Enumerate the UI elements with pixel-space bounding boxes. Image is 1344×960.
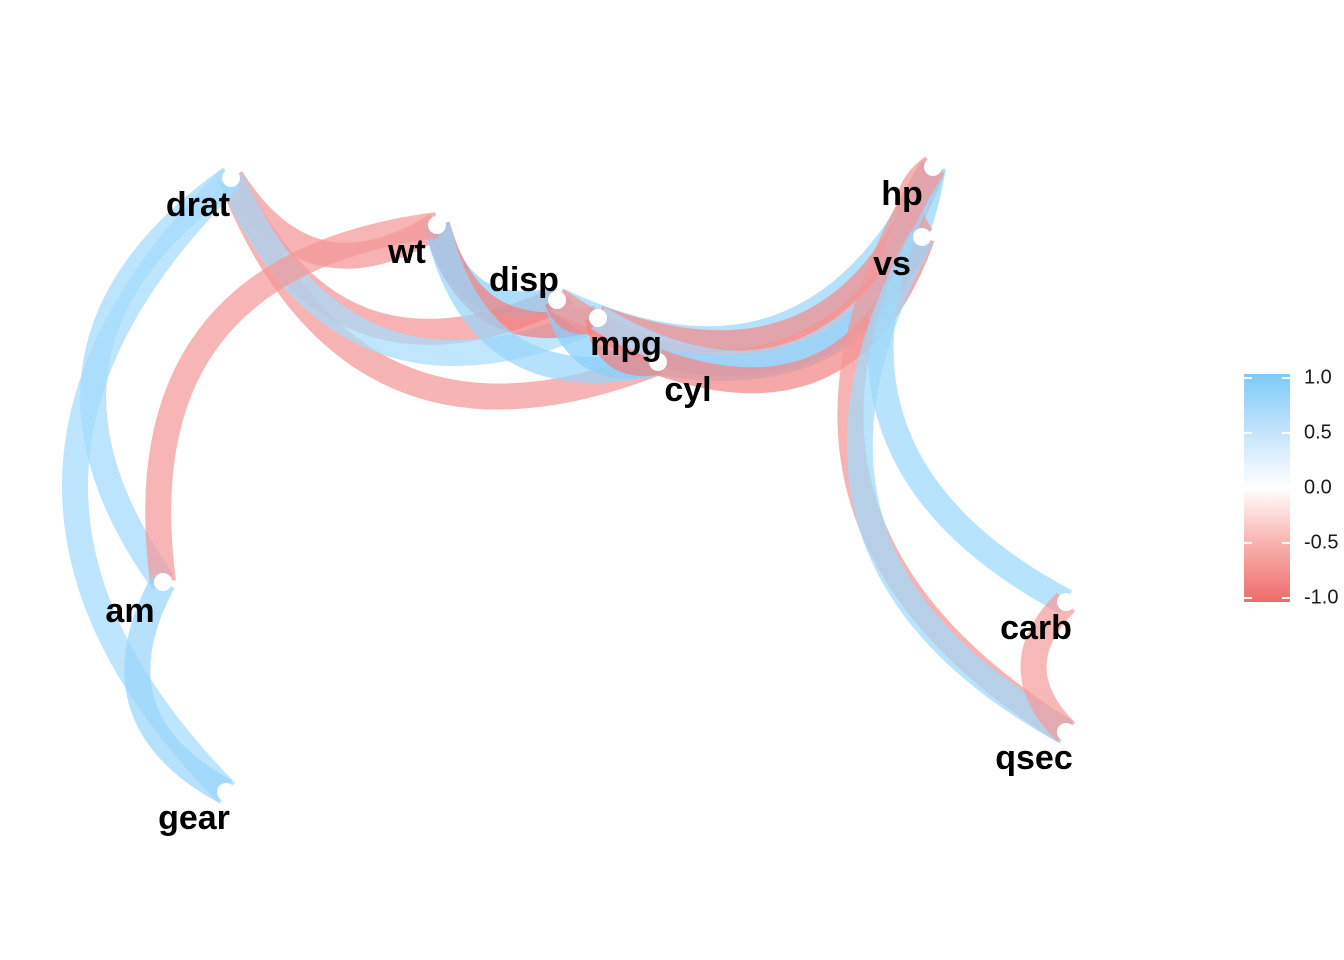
node-gear xyxy=(217,783,235,801)
edge-am-gear xyxy=(124,575,233,804)
node-label-gear: gear xyxy=(158,799,230,837)
node-label-cyl: cyl xyxy=(664,371,711,409)
node-label-disp: disp xyxy=(489,261,559,299)
node-label-hp: hp xyxy=(881,175,923,213)
legend-tick-label: 0.5 xyxy=(1304,421,1332,443)
legend-tick-label: 1.0 xyxy=(1304,366,1332,388)
node-mpg xyxy=(589,309,607,327)
legend-tick-label: 0.0 xyxy=(1304,476,1332,498)
node-layer xyxy=(154,158,1075,801)
edge-drat-mpg xyxy=(219,172,604,367)
node-label-drat: drat xyxy=(166,186,230,224)
node-label-qsec: qsec xyxy=(995,739,1073,777)
node-hp xyxy=(924,158,942,176)
color-legend: 1.0 0.5 0.0 -0.5 -1.0 xyxy=(1244,366,1338,608)
legend-tick-label: -0.5 xyxy=(1304,531,1338,553)
node-cyl xyxy=(649,353,667,371)
node-am xyxy=(154,573,172,591)
node-label-wt: wt xyxy=(387,233,426,271)
node-label-mpg: mpg xyxy=(590,325,662,363)
legend-tick-label: -1.0 xyxy=(1304,586,1338,608)
edge-wt-am xyxy=(145,212,439,584)
node-qsec xyxy=(1057,723,1075,741)
node-disp xyxy=(548,291,566,309)
node-label-am: am xyxy=(105,592,154,630)
node-vs xyxy=(913,228,931,246)
edge-carb-qsec xyxy=(1020,592,1076,742)
legend-ticks: 1.0 0.5 0.0 -0.5 -1.0 xyxy=(1244,366,1338,608)
edge-vs-qsec xyxy=(846,230,1073,744)
edge-layer xyxy=(62,156,1076,804)
node-drat xyxy=(222,169,240,187)
node-label-vs: vs xyxy=(873,245,911,283)
node-carb xyxy=(1057,593,1075,611)
node-label-carb: carb xyxy=(1000,609,1072,647)
node-wt xyxy=(428,216,446,234)
